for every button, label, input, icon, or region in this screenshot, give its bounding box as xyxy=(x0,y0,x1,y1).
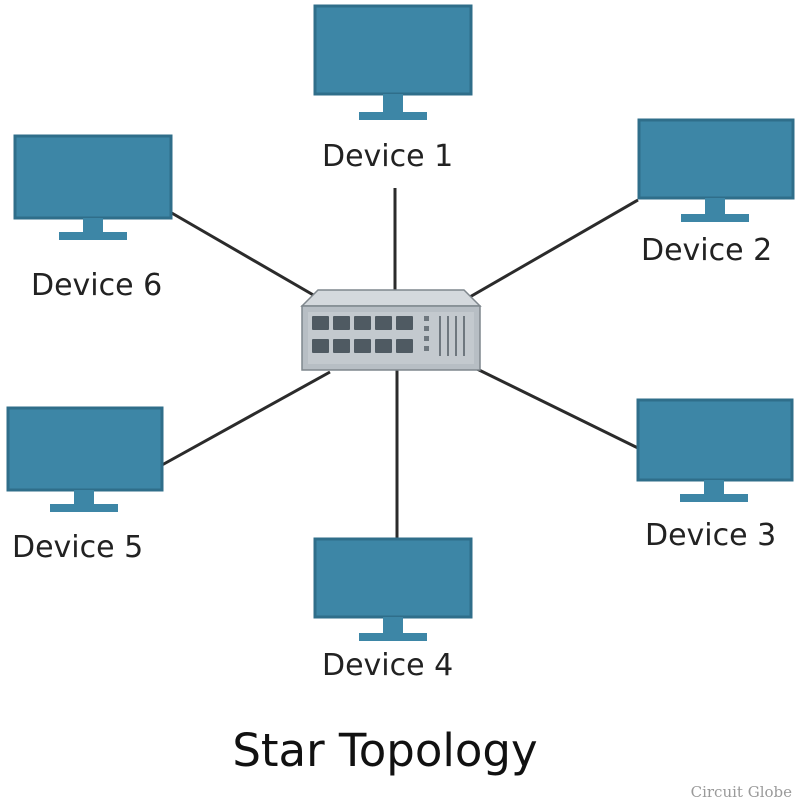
link-device-3 xyxy=(474,366,639,450)
watermark-text: Circuit Globe xyxy=(690,783,792,801)
monitor-icon xyxy=(313,537,473,641)
device-label: Device 4 xyxy=(322,648,454,683)
monitor-icon xyxy=(313,4,473,120)
link-device-2 xyxy=(467,198,639,300)
link-device-5 xyxy=(161,370,331,467)
link-device-6 xyxy=(169,210,323,302)
device-label: Device 5 xyxy=(12,530,144,565)
monitor-icon xyxy=(637,118,795,222)
device-label: Device 3 xyxy=(645,518,777,553)
monitor-icon xyxy=(6,406,164,512)
diagram-title: Star Topology xyxy=(232,724,538,777)
device-label: Device 6 xyxy=(31,268,163,303)
device-label: Device 1 xyxy=(322,139,454,174)
device-label: Device 2 xyxy=(641,233,773,268)
monitor-icon xyxy=(13,134,173,240)
monitor-icon xyxy=(636,398,794,502)
network-switch-icon xyxy=(300,289,482,371)
